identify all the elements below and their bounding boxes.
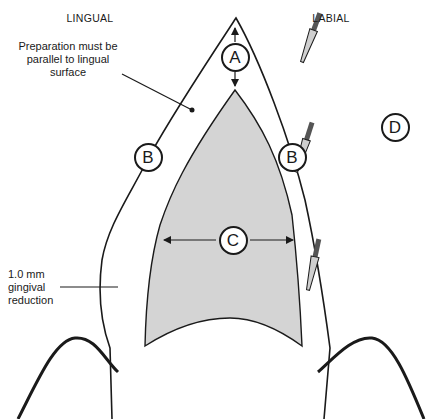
note-label: 1.0 mm gingival reduction [8,268,60,307]
callout-circle: A [221,43,250,72]
callout-circle: B [278,143,307,172]
gingiva [18,338,118,419]
leader-dot [190,108,195,113]
callout-letter: A [229,49,240,66]
note-label: Preparation must be parallel to lingual … [12,40,124,79]
side-label: LABIAL [296,12,366,25]
diamond-bur [304,238,323,291]
callout-letter: B [142,149,153,166]
dimension-arrow [164,239,216,240]
leader-line [122,74,192,110]
dimension-arrow [234,72,235,86]
callout-circle: C [219,226,248,255]
preparation [145,90,302,346]
dimension-arrow [250,239,293,240]
dimension-arrow [234,28,235,42]
gingiva [318,338,424,419]
callout-letter: B [286,149,297,166]
callout-circle: B [134,143,163,172]
side-label: LINGUAL [55,12,125,25]
leader-line [60,286,118,287]
tooth-outline [100,18,330,419]
callout-circle: D [381,113,410,142]
callout-letter: C [227,232,239,249]
callout-letter: D [389,119,401,136]
